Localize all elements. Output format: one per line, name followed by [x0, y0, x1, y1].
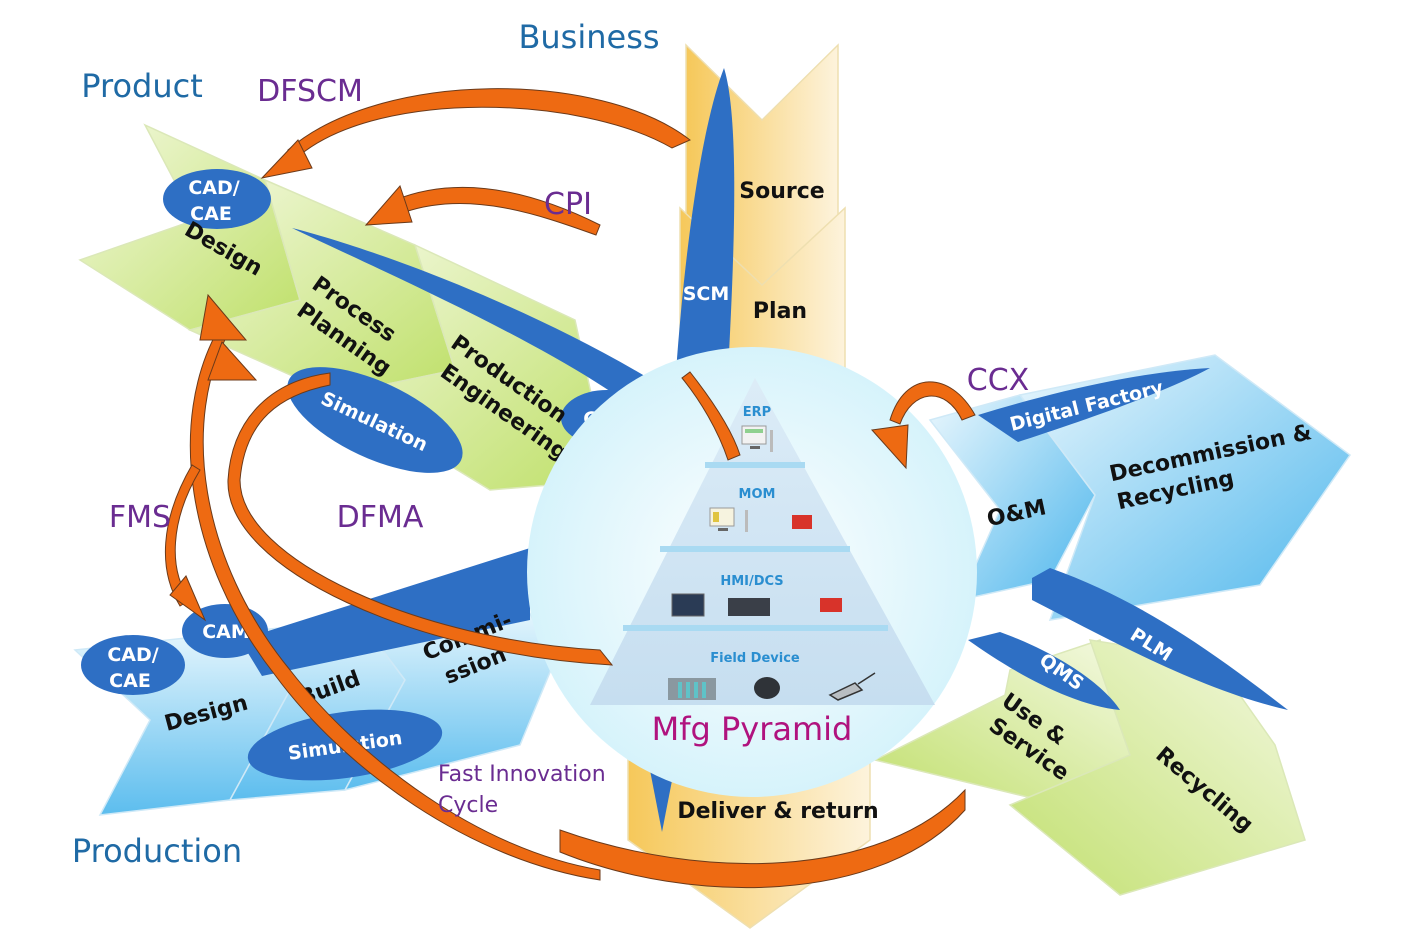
dfma-arrow	[227, 372, 614, 666]
level-mom: MOM	[739, 487, 776, 502]
qms-pill	[968, 632, 1120, 710]
stage-plan: Plan	[753, 299, 807, 324]
ccx-arrowhead	[871, 424, 909, 470]
product-lane: CAD/ CAE CAM Simulation Design Process P…	[78, 123, 660, 491]
product-blue-pill	[292, 228, 660, 405]
motor-icon	[754, 677, 780, 699]
hmi-controller-icon	[820, 598, 842, 612]
pyramid-divider-2	[660, 546, 850, 552]
acronym-cpi: CPI	[544, 187, 592, 222]
pyramid-shape	[590, 378, 935, 705]
cpi-arrowhead	[364, 185, 413, 226]
cpi-arrow	[394, 187, 601, 236]
mfg-pyramid-panel: ERP MOM HMI/DCS Field Device	[527, 347, 977, 797]
fast-innovation-arrow	[559, 788, 966, 889]
product-cae-label: CAE	[190, 203, 232, 225]
service-chevron-decommission	[1018, 354, 1352, 621]
dcs-server-icon	[728, 598, 770, 616]
product-cad-cae-pill	[163, 169, 271, 229]
fast-innovation-line2: Cycle	[438, 793, 498, 818]
dfma-arrowhead	[207, 341, 258, 381]
product-cad-label: CAD/	[188, 177, 239, 199]
orange-arrows	[164, 88, 976, 889]
product-feedback-arrow	[189, 329, 601, 881]
production-cam-label: CAM	[202, 621, 250, 643]
pyramid-divider-1	[705, 462, 805, 468]
mom-controller-icon	[792, 515, 812, 529]
pyramid-divider-3	[623, 625, 888, 631]
plc-rack-icon	[668, 678, 716, 700]
fast-innovation-line1: Fast Innovation	[438, 762, 606, 787]
acronym-dfma: DFMA	[337, 500, 424, 535]
level-erp: ERP	[743, 405, 771, 420]
sensor-icon	[828, 672, 876, 701]
business-lane: Source Plan SCM	[627, 43, 871, 929]
section-product: Product	[81, 67, 203, 105]
digital-factory-pill	[978, 368, 1210, 442]
acronym-fms: FMS	[109, 500, 171, 535]
stage-source: Source	[739, 179, 824, 204]
product-simulation-pill	[287, 367, 463, 473]
section-business: Business	[518, 18, 659, 56]
scm-label: SCM	[683, 283, 730, 305]
production-cad-label: CAD/	[107, 644, 158, 666]
acronym-dfscm: DFSCM	[257, 74, 363, 109]
dfscm-arrowhead	[260, 139, 313, 179]
production-cae-label: CAE	[109, 670, 151, 692]
product-feedback-arrowhead	[199, 293, 248, 341]
service-lane: Digital Factory PLM QMS O&M Decommission…	[872, 354, 1352, 896]
level-field-device: Field Device	[710, 651, 800, 666]
section-production: Production	[72, 832, 242, 870]
fms-arrowhead	[169, 575, 207, 622]
cpi-to-erp-arrow	[681, 371, 741, 461]
scm-pill	[676, 68, 735, 372]
level-hmi-dcs: HMI/DCS	[720, 574, 783, 589]
plm-pill	[1032, 568, 1288, 710]
ccx-arrow	[889, 381, 976, 425]
acronym-ccx: CCX	[967, 363, 1029, 398]
production-cad-cae-pill	[81, 635, 185, 695]
hmi-panel-icon	[671, 593, 705, 617]
erp-computer-icon	[741, 425, 773, 452]
pyramid-title: Mfg Pyramid	[652, 710, 853, 748]
stage-deliver-return: Deliver & return	[677, 799, 878, 824]
fms-arrow	[164, 464, 201, 607]
mom-computer-icon	[709, 507, 748, 532]
